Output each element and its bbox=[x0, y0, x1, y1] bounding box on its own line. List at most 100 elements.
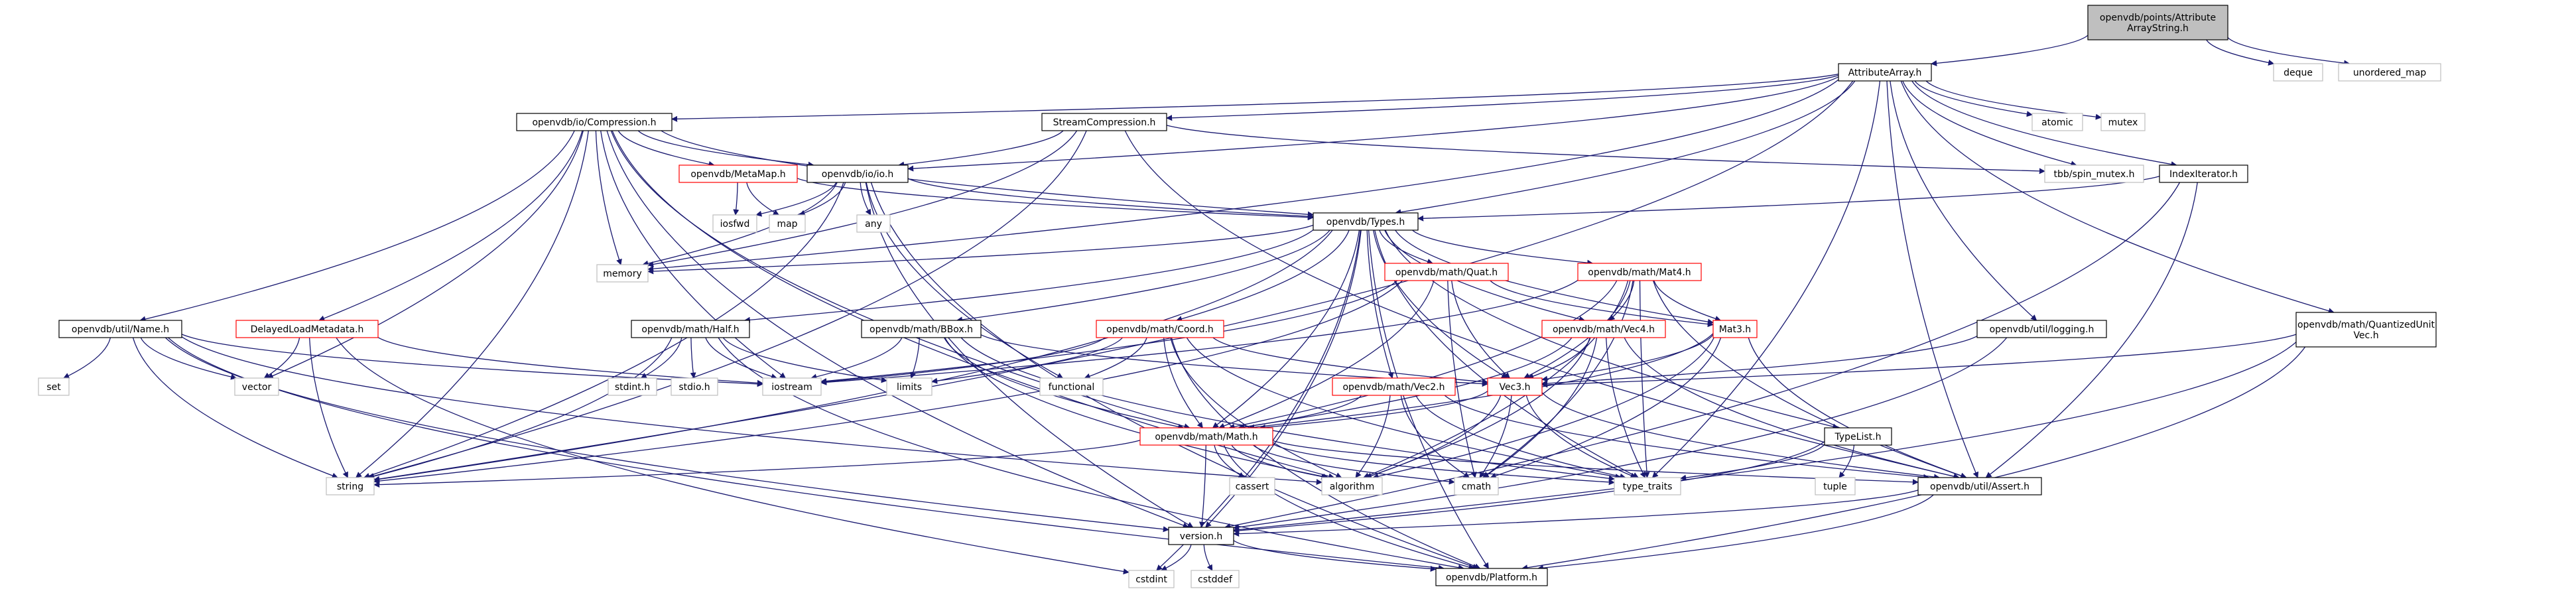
node-math[interactable]: openvdb/math/Math.h bbox=[1139, 427, 1273, 446]
edge-indexit-to-assert bbox=[1985, 182, 2198, 478]
node-deque: deque bbox=[2273, 63, 2323, 82]
edge-compression-to-delayed bbox=[318, 130, 583, 322]
edge-mat3-to-assert bbox=[1748, 337, 1967, 479]
node-name[interactable]: openvdb/util/Name.h bbox=[58, 320, 182, 338]
node-mutex: mutex bbox=[2100, 113, 2146, 131]
node-iosfwd: iosfwd bbox=[712, 214, 757, 233]
node-stream[interactable]: StreamCompression.h bbox=[1041, 113, 1167, 131]
edge-compression-to-io bbox=[637, 130, 814, 168]
node-label: openvdb/util/Name.h bbox=[72, 324, 169, 335]
node-cassert: cassert bbox=[1229, 477, 1275, 495]
node-box bbox=[1487, 377, 1543, 396]
edge-coord-to-math bbox=[1163, 337, 1203, 428]
node-logging[interactable]: openvdb/util/logging.h bbox=[1976, 320, 2107, 338]
edge-types-to-cstdint bbox=[1156, 229, 1361, 571]
node-box bbox=[1712, 320, 1758, 338]
edge-math-to-version bbox=[1198, 444, 1206, 528]
node-box bbox=[1838, 63, 1932, 82]
node-umap: unordered_map bbox=[2338, 63, 2441, 82]
node-label: StreamCompression.h bbox=[1053, 117, 1156, 128]
node-box bbox=[1229, 477, 1275, 495]
node-label: memory bbox=[603, 269, 642, 279]
node-vec2[interactable]: openvdb/math/Vec2.h bbox=[1332, 377, 1456, 396]
node-types[interactable]: openvdb/Types.h bbox=[1313, 212, 1419, 231]
node-label: limits bbox=[897, 382, 922, 393]
node-box bbox=[856, 214, 891, 233]
edge-stream-to-memory bbox=[647, 130, 1078, 267]
node-label: unordered_map bbox=[2353, 68, 2426, 78]
edge-version-to-cstddef bbox=[1203, 544, 1213, 571]
node-coord[interactable]: openvdb/math/Coord.h bbox=[1096, 320, 1224, 338]
node-vector: vector bbox=[234, 377, 279, 396]
node-delayed[interactable]: DelayedLoadMetadata.h bbox=[235, 320, 379, 338]
node-box bbox=[671, 377, 718, 396]
node-box bbox=[608, 377, 657, 396]
edge-name-to-string bbox=[132, 337, 338, 479]
edge-io-to-platform bbox=[870, 182, 1479, 570]
node-compression[interactable]: openvdb/io/Compression.h bbox=[516, 113, 673, 131]
node-platform[interactable]: openvdb/Platform.h bbox=[1435, 568, 1548, 586]
edge-quat-to-vec3 bbox=[1451, 280, 1510, 379]
edge-assert-to-version bbox=[1233, 490, 1919, 537]
node-box bbox=[2031, 113, 2083, 131]
node-label: stdio.h bbox=[678, 382, 710, 393]
node-mat4[interactable]: openvdb/math/Mat4.h bbox=[1577, 263, 1702, 281]
node-atomic: atomic bbox=[2031, 113, 2083, 131]
edge-io-to-functional bbox=[866, 182, 1064, 379]
node-algorithm: algorithm bbox=[1321, 477, 1383, 495]
edge-aa-to-quantized bbox=[1900, 80, 2335, 314]
edge-io-to-map bbox=[799, 182, 846, 216]
edge-math-to-cassert bbox=[1214, 444, 1245, 478]
node-typelist[interactable]: TypeList.h bbox=[1824, 427, 1892, 446]
node-label: openvdb/math/Coord.h bbox=[1106, 324, 1214, 335]
edge-metamap-to-iosfwd bbox=[733, 182, 740, 216]
nodes-layer: openvdb/points/AttributeArrayString.hAtt… bbox=[38, 5, 2441, 588]
node-box bbox=[1321, 477, 1383, 495]
node-half[interactable]: openvdb/math/Half.h bbox=[631, 320, 750, 338]
node-memory: memory bbox=[596, 264, 649, 283]
node-version[interactable]: version.h bbox=[1168, 527, 1234, 545]
edge-half-to-stdint bbox=[640, 337, 682, 379]
edge-quat-to-iostream bbox=[820, 280, 1398, 385]
edge-name-to-vector bbox=[140, 337, 237, 380]
node-vec4[interactable]: openvdb/math/Vec4.h bbox=[1541, 320, 1666, 338]
node-stdint: stdint.h bbox=[608, 377, 657, 396]
edge-math-to-string bbox=[373, 440, 1141, 488]
node-box bbox=[1096, 320, 1224, 338]
node-label: openvdb/math/Quat.h bbox=[1395, 267, 1498, 278]
edge-coord-to-algorithm bbox=[1170, 337, 1342, 478]
edge-vec3-to-typetraits bbox=[1525, 395, 1637, 479]
node-label: ArrayString.h bbox=[2127, 23, 2189, 34]
node-stdio: stdio.h bbox=[671, 377, 718, 396]
node-metamap[interactable]: openvdb/MetaMap.h bbox=[678, 164, 798, 183]
node-box bbox=[1917, 477, 2042, 495]
node-assert[interactable]: openvdb/util/Assert.h bbox=[1917, 477, 2042, 495]
node-label: openvdb/io/Compression.h bbox=[532, 117, 656, 128]
node-aa[interactable]: AttributeArray.h bbox=[1838, 63, 1932, 82]
edge-types-to-bbox bbox=[956, 229, 1330, 323]
node-label: string bbox=[337, 482, 363, 492]
node-label: tuple bbox=[1823, 482, 1847, 492]
node-box bbox=[2100, 113, 2146, 131]
node-indexit[interactable]: IndexIterator.h bbox=[2159, 164, 2248, 183]
node-box bbox=[596, 264, 649, 283]
node-quat[interactable]: openvdb/math/Quat.h bbox=[1384, 263, 1509, 281]
node-label: set bbox=[46, 382, 61, 393]
edge-math-to-algorithm bbox=[1231, 444, 1328, 480]
node-io[interactable]: openvdb/io/io.h bbox=[806, 164, 909, 183]
edge-coord-to-typetraits bbox=[1186, 337, 1622, 480]
node-label: openvdb/util/Assert.h bbox=[1930, 482, 2029, 492]
node-label: stdint.h bbox=[615, 382, 650, 393]
node-bbox[interactable]: openvdb/math/BBox.h bbox=[861, 320, 982, 338]
node-mat3[interactable]: Mat3.h bbox=[1712, 320, 1758, 338]
node-label: cmath bbox=[1462, 482, 1491, 492]
edge-mat4-to-math bbox=[1228, 280, 1618, 430]
node-box bbox=[2273, 63, 2323, 82]
edge-types-to-coord bbox=[1176, 229, 1350, 322]
node-vec3[interactable]: Vec3.h bbox=[1487, 377, 1543, 396]
edge-types-to-typelist bbox=[1385, 229, 1839, 430]
edge-half-to-limits bbox=[722, 337, 887, 383]
edge-vec4-to-typetraits bbox=[1605, 337, 1645, 478]
